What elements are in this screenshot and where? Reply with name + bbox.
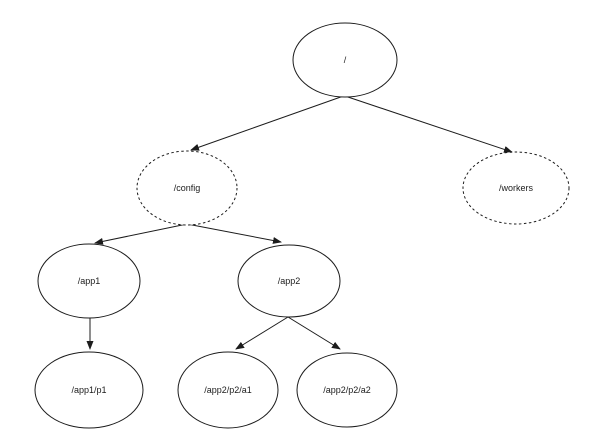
node-label-app2-p2-a1: /app2/p2/a1 [204, 385, 252, 395]
node-label-app1-p1: /app1/p1 [71, 385, 106, 395]
node-app2-p2-a1: /app2/p2/a1 [177, 351, 279, 429]
node-app1: /app1 [37, 243, 141, 319]
node-ellipse-app2-p2-a2 [296, 352, 398, 428]
node-label-app2: /app2 [278, 276, 301, 286]
node-label-config: /config [174, 183, 201, 193]
edge-app2-to-app2-p2-a2 [287, 316, 341, 350]
node-workers: /workers [462, 151, 570, 225]
node-ellipse-root [292, 22, 398, 98]
edge-root-to-config [190, 92, 353, 151]
node-ellipse-workers [462, 151, 570, 225]
node-ellipse-app2 [237, 244, 341, 318]
node-ellipse-config [136, 150, 238, 226]
edge-app2-to-app2-p2-a1 [235, 316, 289, 350]
node-ellipse-app1-p1 [34, 351, 144, 429]
node-app2-p2-a2: /app2/p2/a2 [296, 352, 398, 428]
node-config: /config [136, 150, 238, 226]
node-label-app1: /app1 [78, 276, 101, 286]
node-label-root: / [344, 55, 347, 65]
node-ellipse-app2-p2-a1 [177, 351, 279, 429]
node-ellipse-app1 [37, 243, 141, 319]
edge-config-to-app1 [94, 223, 188, 245]
node-app1-p1: /app1/p1 [34, 351, 144, 429]
node-root: / [292, 22, 398, 98]
node-app2: /app2 [237, 244, 341, 318]
edge-root-to-workers [338, 93, 513, 153]
node-label-workers: /workers [499, 183, 534, 193]
node-label-app2-p2-a2: /app2/p2/a2 [323, 385, 371, 395]
edge-config-to-app2 [186, 223, 282, 244]
